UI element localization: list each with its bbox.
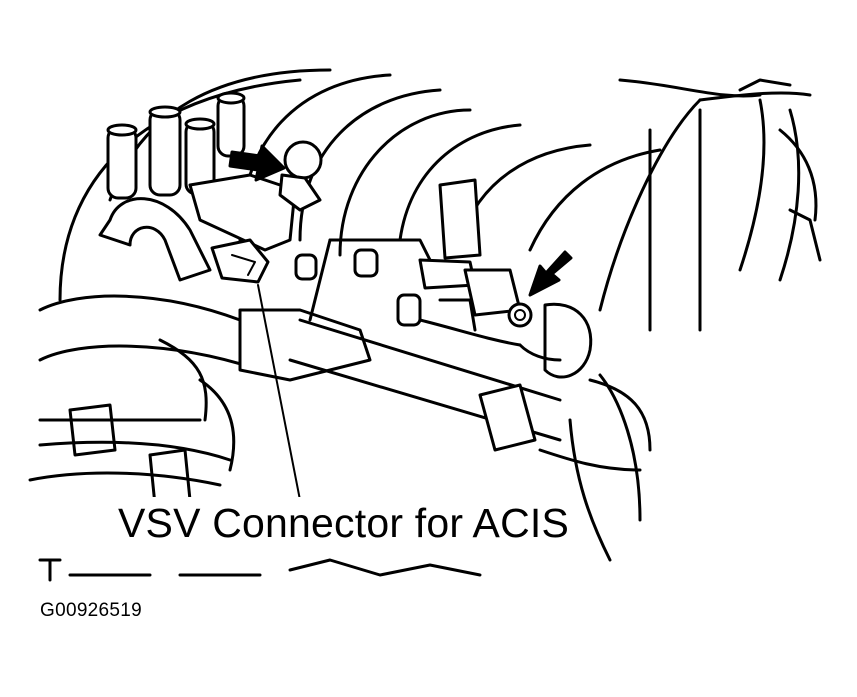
arrow-right-icon	[528, 250, 573, 297]
figure-code: G00926519	[40, 600, 143, 621]
intake-runners	[58, 68, 822, 332]
vsv-connector	[418, 258, 593, 379]
callout-leader-line	[257, 284, 301, 501]
callout-label-background	[108, 497, 580, 557]
injector-caps	[106, 91, 246, 200]
lower-left-parts	[28, 338, 482, 582]
vsv-bracket	[188, 140, 323, 284]
mounting-posts	[294, 178, 482, 327]
callout-label: VSV Connector for ACIS	[118, 500, 570, 546]
arrow-left-icon	[228, 144, 286, 182]
